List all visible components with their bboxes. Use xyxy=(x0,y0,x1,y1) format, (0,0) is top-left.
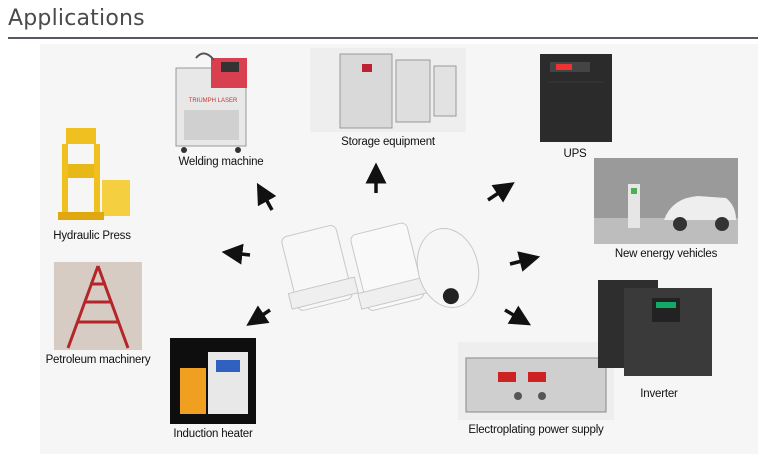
welding-machine-image: TRIUMPH LASER xyxy=(175,52,247,153)
application-petroleum-machinery: Petroleum machinery xyxy=(40,262,156,372)
application-hydraulic-press: Hydraulic Press xyxy=(44,124,140,246)
application-new-energy-vehicles: New energy vehicles xyxy=(594,158,738,266)
electroplating-power-supply-image xyxy=(458,342,614,420)
capacitors-illustration xyxy=(281,222,480,311)
welding-machine-label: Welding machine xyxy=(178,156,264,168)
arrow-to-vehicles xyxy=(509,251,541,272)
application-storage-equipment: Storage equipment xyxy=(310,48,466,152)
arrow-to-induction xyxy=(246,305,271,326)
induction-heater-image xyxy=(170,338,256,424)
inverter-label: Inverter xyxy=(640,388,678,400)
application-inverter: Inverter xyxy=(594,276,724,402)
induction-heater-label: Induction heater xyxy=(173,428,253,440)
electroplating-power-supply-label: Electroplating power supply xyxy=(468,424,604,436)
application-induction-heater: Induction heater xyxy=(170,338,256,444)
arrow-to-welding xyxy=(256,182,277,211)
section-title: Applications xyxy=(8,6,145,31)
arrow-to-electroplating xyxy=(504,305,532,326)
petroleum-machinery-label: Petroleum machinery xyxy=(45,354,151,366)
petroleum-machinery-image xyxy=(54,262,142,350)
hydraulic-press-label: Hydraulic Press xyxy=(53,230,131,242)
new-energy-vehicle-image xyxy=(594,158,738,244)
new-energy-vehicles-label: New energy vehicles xyxy=(614,248,718,260)
application-electroplating-power-supply: Electroplating power supply xyxy=(458,342,614,440)
ups-image xyxy=(540,54,612,142)
application-welding-machine: TRIUMPH LASER Welding machine xyxy=(166,50,276,174)
application-ups: UPS xyxy=(528,52,622,164)
arrow-to-ups xyxy=(487,182,515,203)
header-divider xyxy=(8,37,758,39)
welding-brand-text: TRIUMPH LASER xyxy=(189,98,238,104)
storage-equipment-label: Storage equipment xyxy=(341,136,435,148)
storage-equipment-image xyxy=(310,48,466,132)
section-header: Applications xyxy=(8,4,758,40)
hydraulic-press-image xyxy=(58,128,130,220)
inverter-image xyxy=(598,280,712,376)
arrow-to-hydraulic xyxy=(221,243,251,265)
ups-label: UPS xyxy=(563,148,587,160)
capacitor-products-image xyxy=(276,214,486,324)
